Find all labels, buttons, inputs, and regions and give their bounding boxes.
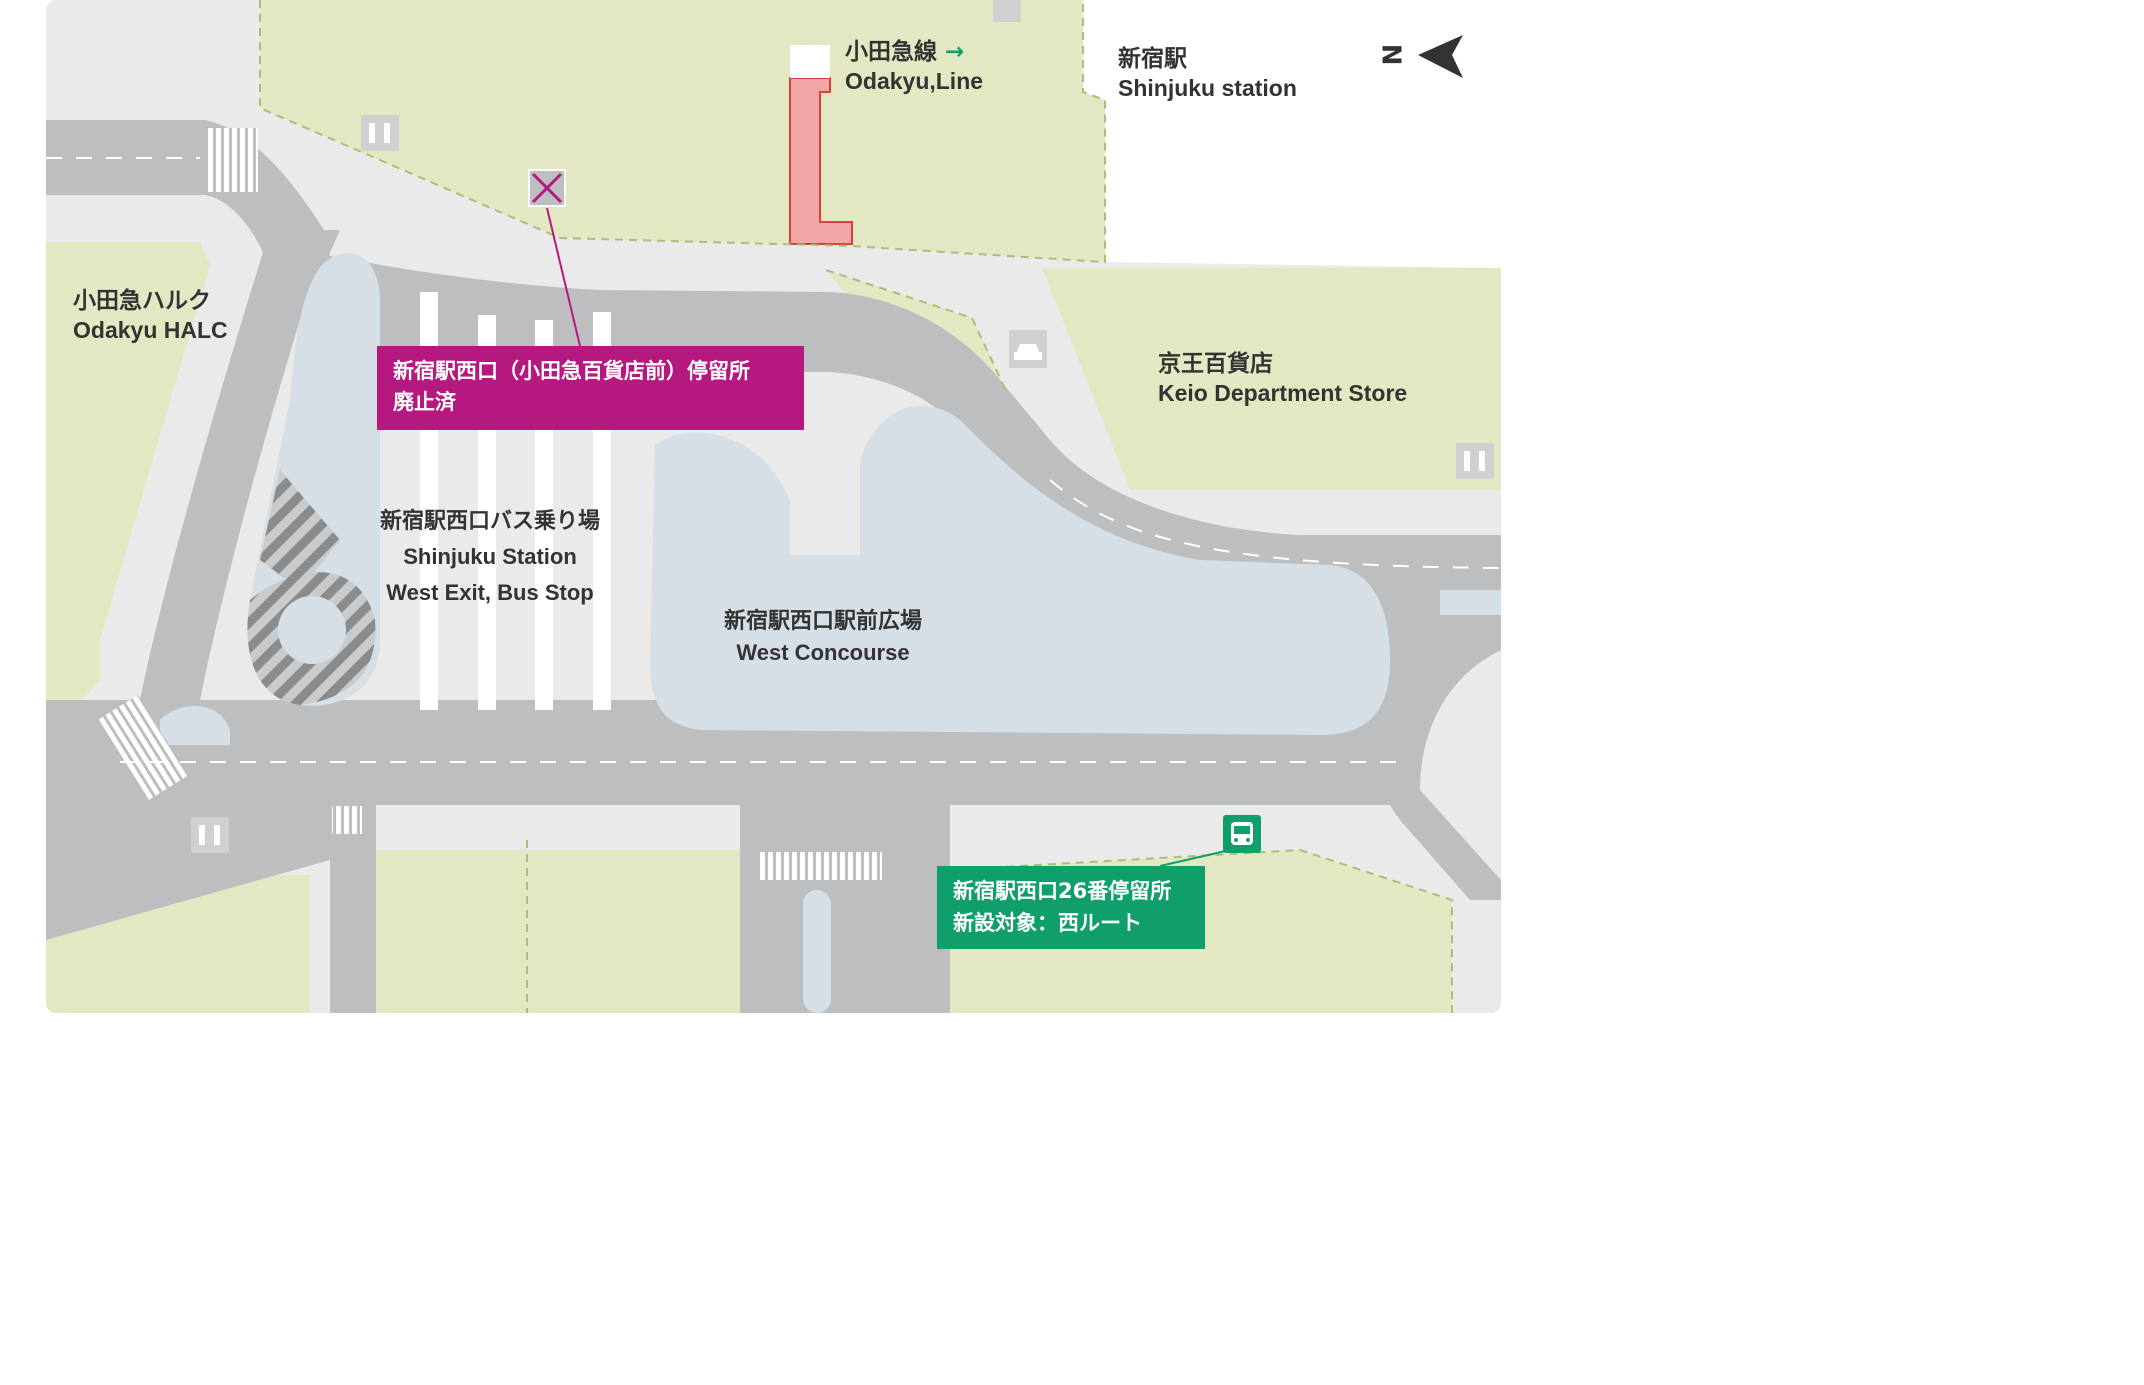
closed-stop-leader-line (546, 207, 581, 347)
new-stop-route: 新設対象：西ルート (953, 911, 1142, 935)
west-concourse-plaza (650, 405, 1390, 735)
bus-terminal-en1: Shinjuku Station (403, 544, 577, 569)
odakyu-line-label: 小田急線 → Odakyu,Line (845, 38, 983, 98)
odakyu-line-ja: 小田急線 (845, 39, 937, 65)
bus-terminal-en2: West Exit, Bus Stop (386, 580, 594, 605)
shinjuku-west-exit-map (46, 0, 1501, 1013)
median-island (803, 890, 831, 1013)
odakyu-gate (790, 45, 830, 78)
odakyu-halc-en: Odakyu HALC (73, 317, 228, 344)
toilet-icon (361, 115, 399, 151)
new-stop-leader-line (1159, 849, 1231, 867)
bus-icon (1223, 815, 1261, 853)
west-concourse-ja: 新宿駅西口駅前広場 (723, 609, 922, 634)
roundabout-center (278, 596, 346, 664)
shinjuku-station-ja: 新宿駅 (1118, 46, 1187, 72)
block-outlines (259, 0, 1453, 1013)
new-stop-name: 新宿駅西口26番停留所 (953, 879, 1172, 903)
small-plaza (1440, 590, 1501, 615)
bus-terminal-label: 新宿駅西口バス乗り場 Shinjuku Station West Exit, B… (360, 504, 620, 611)
lane-markings (46, 157, 1501, 763)
keio-ja: 京王百貨店 (1158, 351, 1273, 377)
north-letter: N (1378, 43, 1409, 66)
south-block (376, 850, 740, 1013)
toilet-icons (191, 0, 1494, 853)
shinjuku-station-en: Shinjuku station (1118, 75, 1297, 102)
map-canvas: 小田急線 → Odakyu,Line 新宿駅 Shinjuku station … (46, 0, 1501, 1013)
odakyu-line-en: Odakyu,Line (845, 68, 984, 95)
toilet-icon (993, 0, 1021, 22)
west-concourse-en: West Concourse (736, 640, 910, 665)
keio-label: 京王百貨店 Keio Department Store (1158, 350, 1407, 410)
odakyu-line-area (789, 77, 853, 245)
north-arrow-icon (1418, 35, 1463, 78)
bus-terminal-ja: 新宿駅西口バス乗り場 (379, 509, 600, 534)
odakyu-halc-label: 小田急ハルク Odakyu HALC (73, 287, 228, 347)
traffic-island-west (160, 706, 230, 745)
road-network (46, 120, 1501, 1013)
right-arrow-icon: → (945, 39, 965, 65)
closed-stop-name: 新宿駅西口（小田急百貨店前）停留所 (393, 359, 750, 383)
odakyu-department-block (260, 0, 1105, 262)
closed-stop-callout: 新宿駅西口（小田急百貨店前）停留所 廃止済 (377, 346, 804, 430)
hatched-zone-upper (260, 470, 340, 590)
shinjuku-station-label: 新宿駅 Shinjuku station (1118, 45, 1297, 105)
crosswalks (98, 128, 882, 880)
closed-stop-status: 廃止済 (393, 390, 456, 414)
toilet-icon (191, 817, 229, 853)
closed-bus-stop-icon (528, 169, 566, 207)
keio-en: Keio Department Store (1158, 380, 1408, 407)
odakyu-halc-block (46, 242, 210, 740)
station-area (1083, 0, 1501, 268)
odakyu-halc-ja: 小田急ハルク (73, 288, 211, 314)
new-stop-callout: 新宿駅西口26番停留所 新設対象：西ルート (937, 866, 1205, 949)
west-concourse-label: 新宿駅西口駅前広場 West Concourse (693, 606, 953, 669)
toilet-icon (1456, 443, 1494, 479)
taxi-icon (1009, 330, 1047, 368)
keio-department-block (1042, 268, 1501, 490)
